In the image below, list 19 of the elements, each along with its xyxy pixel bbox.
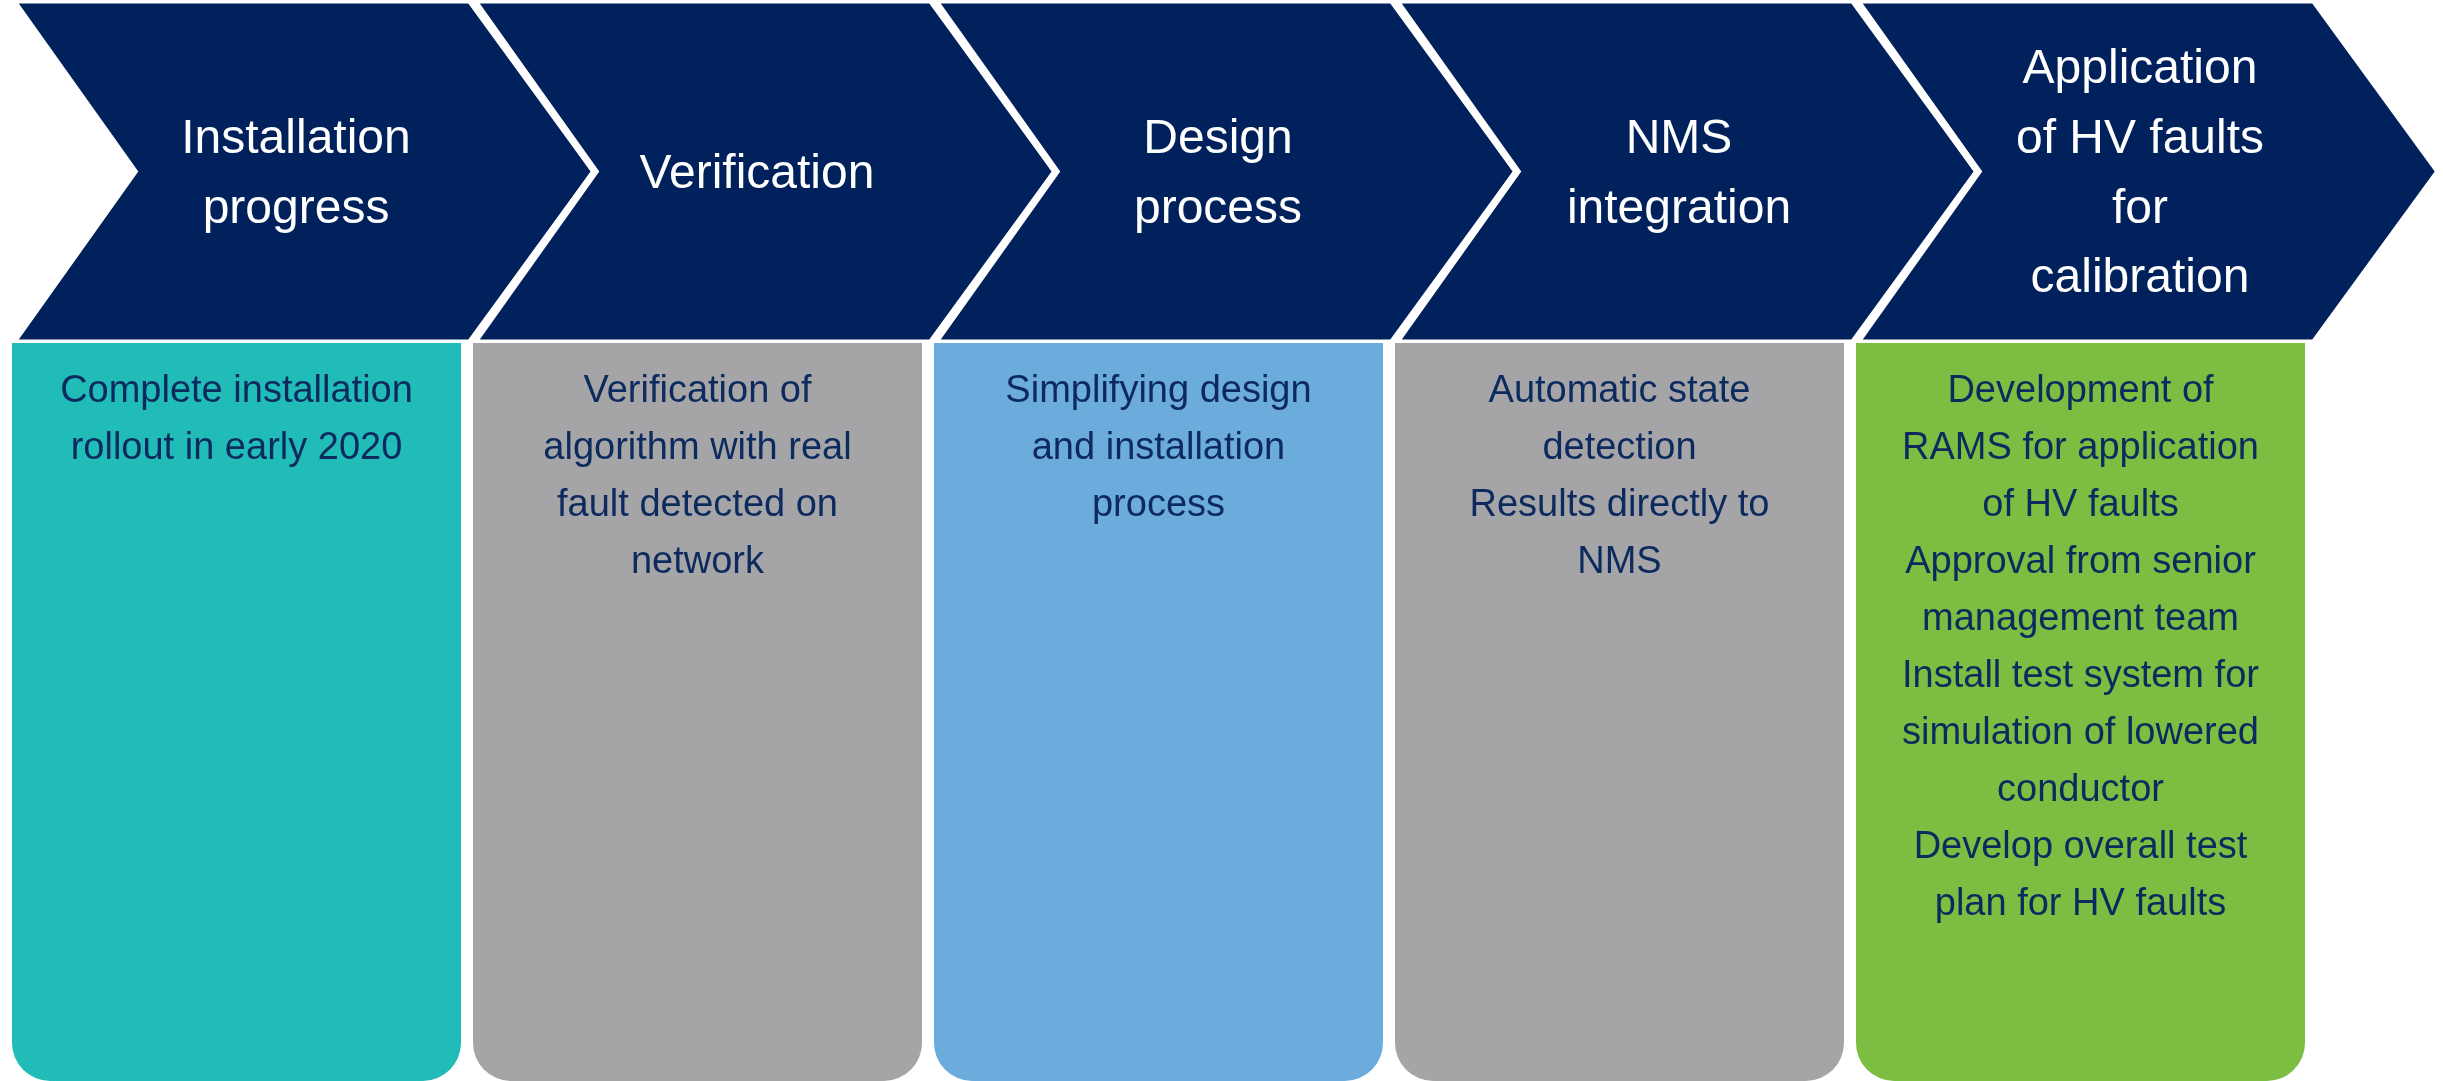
step-detail: Develop overall test plan for HV faults [1912,823,2249,925]
column-panel [1395,343,1844,1081]
step-detail: Complete installation rollout in early 2020 [59,367,414,469]
column-panel [473,343,922,1081]
step-title: Design process [1132,108,1304,235]
column-panel [1856,343,2305,1081]
step-title: NMS integration [1565,108,1793,235]
step-detail: Automatic state detection [1487,367,1752,469]
step-detail: Install test system for simulation of lowered conductor [1901,652,2260,811]
step-detail: Verification of algorithm with real fault detected on network [542,367,853,583]
column-panel [934,343,1383,1081]
step-title: Installation progress [180,108,412,235]
step-detail: Development of RAMS for application of HV faults [1901,367,2260,526]
step-detail: Simplifying design and installation process [1004,367,1313,526]
step-title: Application of HV faults for calibration [2014,39,2266,305]
column-panel [12,343,461,1081]
step-detail: Results directly to NMS [1468,481,1771,583]
step-title: Verification [639,143,875,200]
step-detail: Approval from senior management team [1904,538,2257,640]
